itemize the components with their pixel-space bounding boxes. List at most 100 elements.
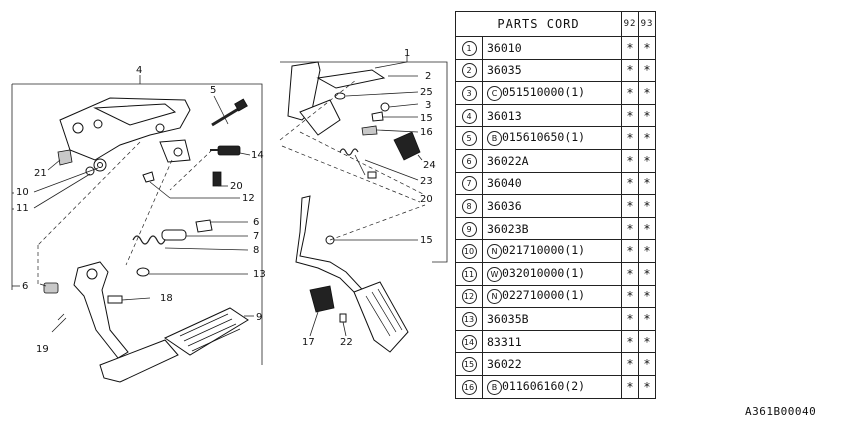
left-guide-lines [37,141,213,285]
mark-93: * [638,239,656,263]
mark-92: * [621,239,639,263]
ref-number-cell: 14 [455,329,483,354]
ref-number-cell: 1 [455,36,483,60]
ref-number-cell: 6 [455,148,483,173]
right-assembly-frame [280,56,448,263]
ref-number-cell: 15 [455,352,483,376]
right-leader-lines [309,61,423,337]
part-code: 36035B [487,311,529,326]
callout-6b: 6 [22,281,28,292]
callout-21: 21 [34,168,47,179]
callout-25: 25 [420,87,433,98]
prefix-badge: B [487,131,502,147]
ref-number-cell: 11 [455,261,483,286]
callout-9: 9 [256,312,262,323]
nut-21 [57,149,73,166]
part-code-cell: 36035 [482,58,622,83]
ref-number: 16 [461,379,477,395]
ref-number: 5 [461,131,477,147]
ref-number-cell: 9 [455,216,483,241]
part-code: 022710000 [502,288,565,303]
accelerator-bracket [287,61,386,136]
ref-number: 11 [461,266,477,282]
ref-number: 7 [461,176,477,192]
ref-number-cell: 2 [455,58,483,83]
mark-93: * [638,284,656,309]
left-leader-lines [33,95,254,333]
part-qty: (2) [564,378,586,393]
part-qty: (1) [564,265,586,280]
drawing-code: A361B00040 [745,405,817,418]
part-qty: (1) [564,130,586,145]
parts-cord-header: PARTS CORD [455,11,622,37]
pedal-bracket [59,97,191,163]
ref-number-cell: 16 [455,374,483,399]
clip-12 [142,171,155,183]
callout-15b: 15 [420,235,433,246]
prefix-badge: N [487,289,502,305]
ref-number-cell: 5 [455,126,483,150]
part-code-cell: 36035B [482,307,622,331]
mark-93: * [638,261,656,286]
part-code: 36022 [487,357,522,372]
ref-number: 9 [461,221,477,237]
mark-92: * [621,194,639,218]
mark-93: * [638,103,656,128]
pedal-pad-9 [163,307,249,356]
part-code: 36013 [487,108,522,123]
part-code: 36036 [487,198,522,213]
part-qty: (1) [564,288,586,303]
mark-92: * [621,148,639,173]
mark-93: * [638,58,656,83]
mark-92: * [621,261,639,286]
screw-22 [339,313,347,323]
ref-number-cell: 8 [455,194,483,218]
ref-number: 1 [461,40,477,56]
spring-23 [339,148,366,176]
mark-92: * [621,374,639,399]
year-col-93: 93 [638,11,656,37]
ref-number-cell: 3 [455,81,483,105]
callout-5: 5 [210,85,216,96]
mark-92: * [621,216,639,241]
callout-labels: 1 2 25 3 15 16 24 23 20 15 17 22 4 5 21 … [16,48,436,355]
bolt-16 [361,125,378,136]
bushing-25 [334,92,346,100]
part-qty: (1) [564,243,586,258]
brake-pedal-arm [73,261,179,383]
mark-92: * [621,58,639,83]
part-code-cell: 36022 [482,352,622,376]
ref-number-cell: 12 [455,284,483,309]
ref-number-cell: 7 [455,171,483,196]
part-code: 36022A [487,153,529,168]
part-code: 032010000 [502,265,565,280]
part-code-cell: 36013 [482,103,622,128]
callout-20a: 20 [420,194,433,205]
bolt-20 [212,171,222,187]
callout-22: 22 [340,337,353,348]
mark-93: * [638,148,656,173]
mark-92: * [621,307,639,331]
callout-8: 8 [253,245,259,256]
prefix-badge: B [487,379,502,395]
mark-92: * [621,126,639,150]
part-code: 36035 [487,63,522,78]
part-code-cell: 36040 [482,171,622,196]
ref-number: 14 [461,334,477,350]
part-code: 83311 [487,334,522,349]
callout-13: 13 [253,269,266,280]
bolt-20-right [367,171,377,179]
